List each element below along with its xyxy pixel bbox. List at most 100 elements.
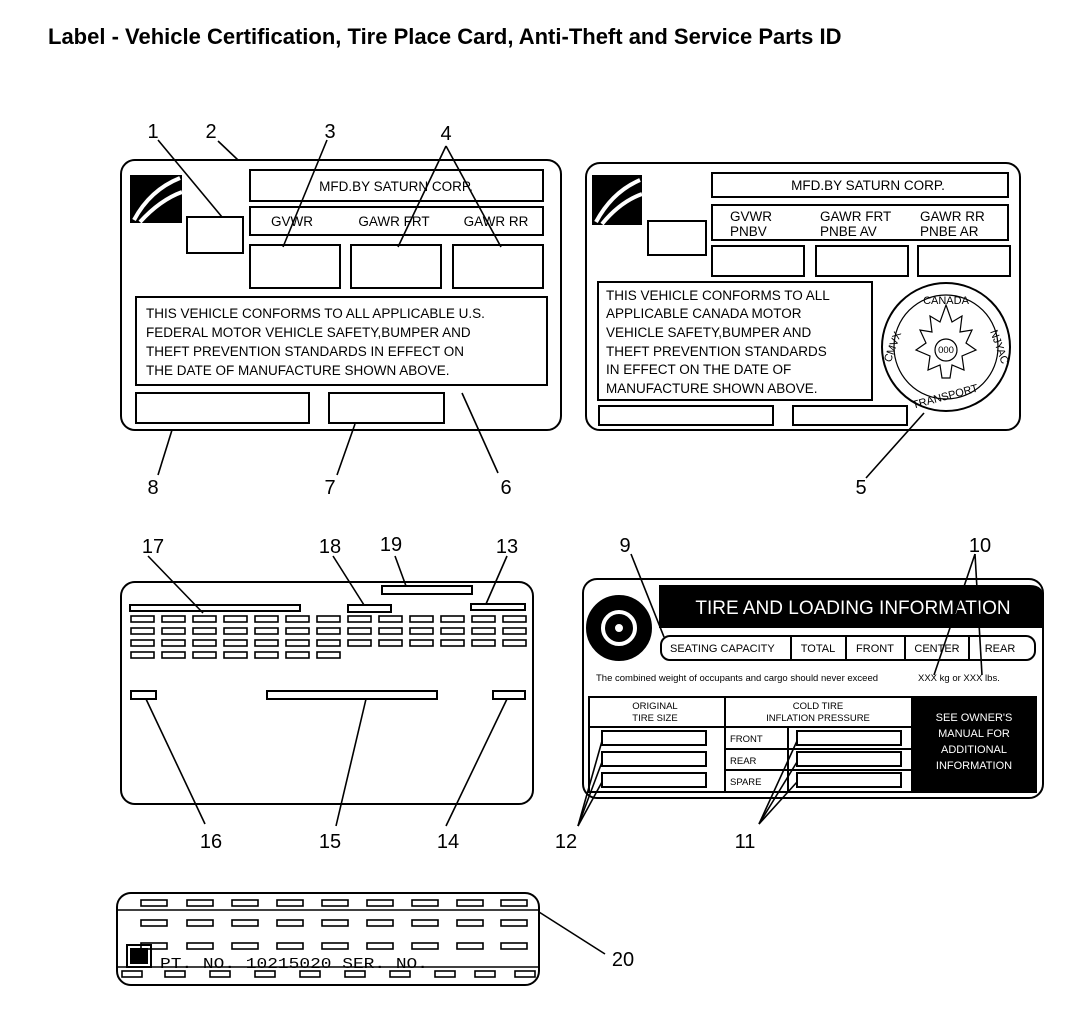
callout-number: 2 bbox=[205, 121, 216, 143]
original-tire-size-text: TIRE SIZE bbox=[632, 713, 677, 724]
canada-statement-line: MANUFACTURE SHOWN ABOVE. bbox=[606, 381, 818, 396]
code-block bbox=[411, 899, 439, 907]
code-block bbox=[254, 639, 279, 647]
code-block bbox=[299, 970, 321, 978]
code-block bbox=[285, 639, 310, 647]
callout-number: 20 bbox=[612, 949, 634, 971]
service-parts-label bbox=[116, 892, 540, 986]
code-block bbox=[192, 651, 217, 659]
callout-number: 5 bbox=[855, 477, 866, 499]
code-block bbox=[500, 942, 528, 950]
us-statement-line: THE DATE OF MANUFACTURE SHOWN ABOVE. bbox=[146, 363, 450, 378]
code-block bbox=[161, 615, 186, 623]
us-gawr-frt-text: GAWR FRT bbox=[358, 214, 429, 229]
code-block bbox=[440, 639, 465, 647]
code-block bbox=[161, 651, 186, 659]
see-owners-text: INFORMATION bbox=[936, 760, 1012, 772]
code-block bbox=[161, 627, 186, 635]
cold-tire-text: COLD TIRE bbox=[793, 701, 844, 712]
us-statement-line: THIS VEHICLE CONFORMS TO ALL APPLICABLE … bbox=[146, 306, 485, 321]
saturn-logo-icon bbox=[592, 175, 643, 226]
code-block bbox=[192, 615, 217, 623]
code-block bbox=[514, 970, 536, 978]
callout-number: 13 bbox=[496, 536, 518, 558]
code-block bbox=[347, 615, 372, 623]
code-block bbox=[409, 615, 434, 623]
code-block bbox=[378, 615, 403, 623]
original-tire-size-text: ORIGINAL bbox=[632, 701, 677, 712]
code-block bbox=[321, 899, 349, 907]
code-block bbox=[130, 651, 155, 659]
code-block bbox=[223, 639, 248, 647]
code-block bbox=[502, 627, 527, 635]
code-block bbox=[285, 615, 310, 623]
seating-rear-text: REAR bbox=[985, 643, 1016, 655]
code-block bbox=[130, 627, 155, 635]
part-number-text: PT. NO. 10215020 SER. NO. bbox=[160, 956, 428, 973]
canada-certification-label bbox=[585, 162, 1021, 431]
code-block bbox=[161, 639, 186, 647]
code-block bbox=[130, 615, 155, 623]
code-block bbox=[347, 639, 372, 647]
code-block bbox=[276, 899, 304, 907]
code-block bbox=[285, 651, 310, 659]
seal-cmvx-text: CMVX bbox=[882, 329, 904, 364]
code-block bbox=[411, 942, 439, 950]
code-block bbox=[223, 627, 248, 635]
code-block bbox=[321, 942, 349, 950]
code-block bbox=[389, 970, 411, 978]
code-block bbox=[500, 899, 528, 907]
code-block bbox=[411, 919, 439, 927]
code-block bbox=[344, 970, 366, 978]
code-block bbox=[366, 942, 394, 950]
code-block bbox=[276, 942, 304, 950]
callout-number: 19 bbox=[380, 534, 402, 556]
tire-row-rear-text: REAR bbox=[730, 756, 757, 767]
code-block bbox=[456, 942, 484, 950]
tire-header-text: TIRE AND LOADING INFORMATION bbox=[695, 598, 1010, 619]
code-block bbox=[121, 970, 143, 978]
code-block bbox=[456, 899, 484, 907]
cold-tire-text: INFLATION PRESSURE bbox=[766, 713, 870, 724]
code-block bbox=[285, 627, 310, 635]
canada-pnbe-av-text: PNBE AV bbox=[820, 224, 877, 239]
canada-statement-line: THIS VEHICLE CONFORMS TO ALL bbox=[606, 288, 830, 303]
anti-theft-label bbox=[120, 581, 534, 805]
callout-number: 16 bbox=[200, 831, 222, 853]
code-block bbox=[321, 919, 349, 927]
code-block bbox=[502, 615, 527, 623]
us-mfd-text: MFD.BY SATURN CORP. bbox=[319, 179, 473, 194]
us-gvwr-text: GVWR bbox=[271, 214, 313, 229]
code-block bbox=[502, 639, 527, 647]
canada-gvwr-text: GVWR bbox=[730, 209, 772, 224]
code-block bbox=[140, 919, 168, 927]
code-block bbox=[378, 627, 403, 635]
code-block bbox=[316, 651, 341, 659]
code-block bbox=[440, 615, 465, 623]
saturn-logo-icon bbox=[130, 175, 183, 224]
code-block bbox=[140, 942, 168, 950]
code-block bbox=[276, 919, 304, 927]
callout-number: 1 bbox=[147, 121, 158, 143]
code-block bbox=[186, 919, 214, 927]
callout-number: 4 bbox=[440, 123, 451, 145]
canada-pnbe-ar-text: PNBE AR bbox=[920, 224, 979, 239]
us-statement-line: THEFT PREVENTION STANDARDS IN EFFECT ON bbox=[146, 344, 464, 359]
code-block bbox=[186, 899, 214, 907]
seal-center-text: 000 bbox=[938, 345, 954, 356]
code-block bbox=[192, 639, 217, 647]
callout-number: 7 bbox=[324, 477, 335, 499]
callout-number: 8 bbox=[147, 477, 158, 499]
canada-statement-line: IN EFFECT ON THE DATE OF bbox=[606, 362, 791, 377]
code-block bbox=[471, 627, 496, 635]
seating-front-text: FRONT bbox=[856, 643, 894, 655]
code-block bbox=[316, 639, 341, 647]
code-block bbox=[164, 970, 186, 978]
code-block bbox=[231, 942, 259, 950]
callout-number: 14 bbox=[437, 831, 459, 853]
anti-theft-code-grid bbox=[130, 615, 527, 659]
callout-number: 17 bbox=[142, 536, 164, 558]
code-block bbox=[186, 942, 214, 950]
code-block bbox=[409, 627, 434, 635]
